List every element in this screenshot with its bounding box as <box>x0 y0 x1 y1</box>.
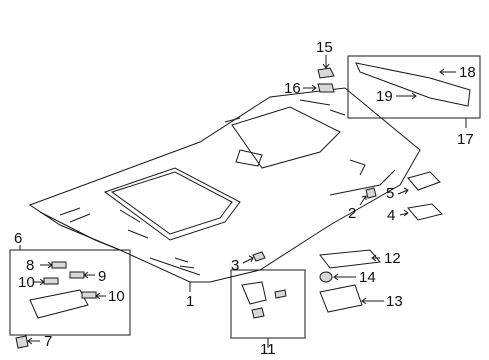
callout-10a: 10 <box>18 274 35 291</box>
callout-18: 18 <box>459 64 476 81</box>
callout-17: 17 <box>457 131 474 148</box>
callout-13: 13 <box>386 293 403 310</box>
callout-10b: 10 <box>108 288 125 305</box>
lens-part <box>319 284 363 313</box>
roof-clip-part <box>317 67 335 79</box>
rear-trim-part <box>347 55 481 119</box>
clip-3-part <box>252 251 266 262</box>
map-lamp-part <box>407 203 443 221</box>
callout-4: 4 <box>387 207 395 224</box>
callout-1: 1 <box>186 293 194 310</box>
leader-arrows <box>19 55 467 348</box>
callout-5: 5 <box>386 185 394 202</box>
visor-clip-part <box>15 335 29 349</box>
callout-9: 9 <box>98 268 106 285</box>
callout-16: 16 <box>284 80 301 97</box>
callout-12: 12 <box>384 250 401 267</box>
callout-6: 6 <box>14 230 22 247</box>
callout-3: 3 <box>231 257 239 274</box>
callout-19: 19 <box>376 88 393 105</box>
console-lamp-part <box>319 249 381 269</box>
callout-8: 8 <box>26 257 34 274</box>
grab-handle-group <box>230 269 306 339</box>
callout-7: 7 <box>44 333 52 350</box>
callout-14: 14 <box>359 269 376 286</box>
callout-15: 15 <box>316 39 333 56</box>
dome-lamp-part <box>407 171 441 191</box>
callout-labels: 1 2 3 4 5 6 7 8 9 10 10 11 12 13 14 15 1… <box>14 39 476 358</box>
bulb-part <box>319 271 333 283</box>
clip-part <box>317 83 335 93</box>
callout-2: 2 <box>348 205 356 222</box>
callout-11: 11 <box>260 341 276 358</box>
small-bracket-part <box>365 187 377 199</box>
headliner-panel <box>28 87 421 283</box>
